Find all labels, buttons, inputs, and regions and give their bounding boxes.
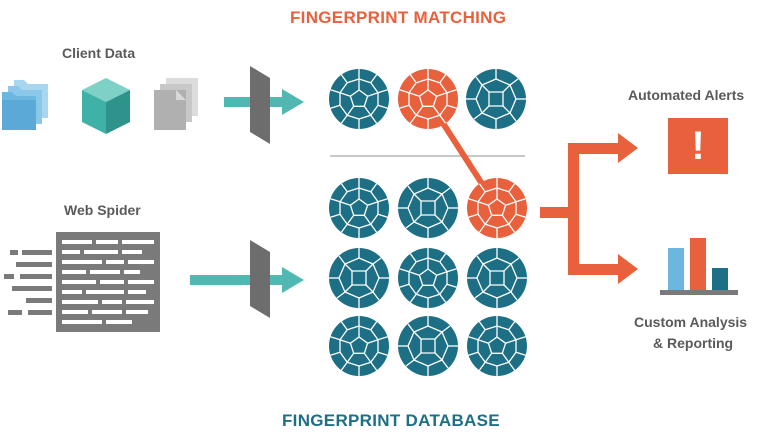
fingerprint-match-icon <box>466 177 528 239</box>
alert-icon <box>668 118 728 174</box>
fingerprint-icon <box>465 68 527 130</box>
filter-icon <box>250 66 270 144</box>
folder-stack-icon <box>2 80 48 130</box>
fingerprint-icon <box>397 177 459 239</box>
fingerprint-icon <box>466 247 528 309</box>
fingerprint-matching-title: FINGERPRINT MATCHING <box>290 8 507 27</box>
input-arrow-bottom <box>190 267 304 293</box>
fingerprint-match-icon <box>397 68 459 130</box>
fingerprint-icon <box>397 247 459 309</box>
fingerprint-icon <box>328 315 390 377</box>
fingerprint-icon <box>397 315 459 377</box>
fingerprint-icon <box>466 315 528 377</box>
custom-analysis-label: Custom Analysis <box>634 314 748 330</box>
automated-alerts-label: Automated Alerts <box>628 87 745 103</box>
fingerprint-database-title: FINGERPRINT DATABASE <box>282 411 500 430</box>
bar-chart-icon <box>660 238 738 295</box>
alert-exclamation: ! <box>691 124 705 168</box>
web-spider-icon <box>4 232 160 332</box>
reporting-label: & Reporting <box>653 335 734 351</box>
filter-icon <box>250 240 270 318</box>
document-stack-icon <box>154 78 198 130</box>
client-data-label: Client Data <box>62 45 136 61</box>
fingerprint-icon <box>328 247 390 309</box>
output-arrows <box>540 133 638 284</box>
fingerprint-icon <box>328 68 390 130</box>
web-spider-label: Web Spider <box>64 202 141 218</box>
cube-icon <box>82 78 130 134</box>
fingerprint-icon <box>328 177 390 239</box>
